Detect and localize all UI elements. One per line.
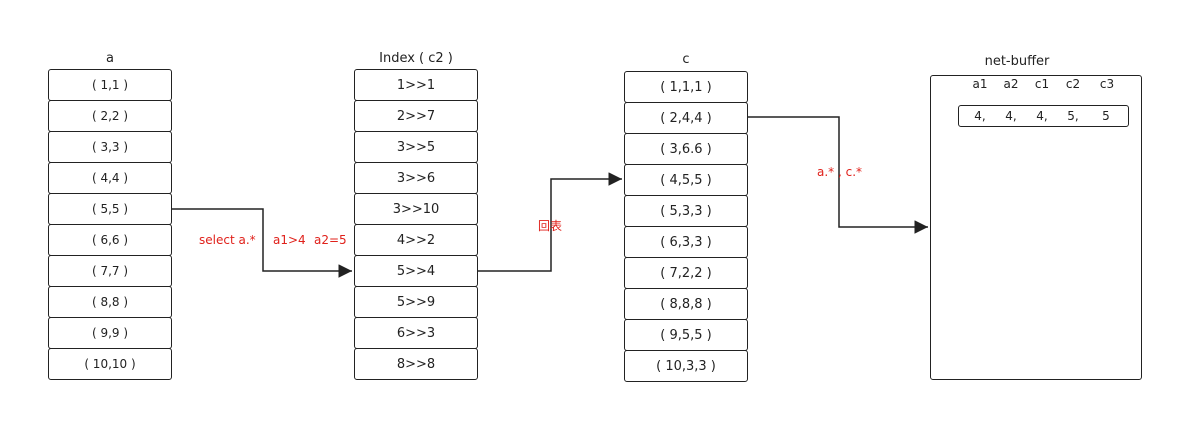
net-buffer-value: 4, bbox=[974, 109, 986, 123]
table-c-row: ( 5,3,3 ) bbox=[624, 195, 748, 227]
index-row: 1>>1 bbox=[354, 69, 478, 101]
table-c-row: ( 9,5,5 ) bbox=[624, 319, 748, 351]
index-row: 5>>4 bbox=[354, 255, 478, 287]
table-c-title: c bbox=[682, 52, 690, 67]
index-row: 2>>7 bbox=[354, 100, 478, 132]
table-a-title: a bbox=[106, 51, 114, 66]
table-a-row: ( 3,3 ) bbox=[48, 131, 172, 163]
table-a-row: ( 1,1 ) bbox=[48, 69, 172, 101]
net-buffer-header: c1 bbox=[1034, 77, 1050, 91]
net-buffer-box: a1 a2 c1 c2 c3 4, 4, 4, 5, 5 bbox=[930, 75, 1142, 380]
net-buffer-header: a1 bbox=[972, 77, 988, 91]
arrow-index-to-c bbox=[478, 172, 622, 272]
net-buffer-value: 4, bbox=[1005, 109, 1017, 123]
net-buffer-header: a2 bbox=[1003, 77, 1019, 91]
table-c-row: ( 3,6.6 ) bbox=[624, 133, 748, 165]
index-c2-title: Index ( c2 ) bbox=[379, 51, 453, 66]
table-a-row: ( 5,5 ) bbox=[48, 193, 172, 225]
table-c-row: ( 1,1,1 ) bbox=[624, 71, 748, 103]
net-buffer-value: 4, bbox=[1036, 109, 1048, 123]
table-c-row: ( 7,2,2 ) bbox=[624, 257, 748, 289]
condition-a1-label: a1>4 bbox=[273, 233, 306, 247]
table-a-row: ( 8,8 ) bbox=[48, 286, 172, 318]
table-a-row: ( 7,7 ) bbox=[48, 255, 172, 287]
net-buffer-value: 5 bbox=[1102, 109, 1110, 123]
table-a-row: ( 10,10 ) bbox=[48, 348, 172, 380]
net-buffer-header: c2 bbox=[1065, 77, 1081, 91]
table-a-row: ( 9,9 ) bbox=[48, 317, 172, 349]
net-buffer-row: 4, 4, 4, 5, 5 bbox=[958, 105, 1129, 127]
condition-a2-label: a2=5 bbox=[314, 233, 347, 247]
table-c-row: ( 8,8,8 ) bbox=[624, 288, 748, 320]
net-buffer-title: net-buffer bbox=[984, 54, 1050, 69]
net-buffer-value: 5, bbox=[1067, 109, 1079, 123]
lookup-label: 回表 bbox=[538, 219, 563, 233]
net-buffer-header: c3 bbox=[1099, 77, 1115, 91]
index-row: 5>>9 bbox=[354, 286, 478, 318]
table-c-row: ( 6,3,3 ) bbox=[624, 226, 748, 258]
arrow-c-to-buffer bbox=[748, 116, 928, 234]
table-a-row: ( 4,4 ) bbox=[48, 162, 172, 194]
table-c-row: ( 10,3,3 ) bbox=[624, 350, 748, 382]
index-row: 3>>6 bbox=[354, 162, 478, 194]
select-label: select a.* bbox=[199, 233, 256, 247]
output-label: a.* , c.* bbox=[817, 165, 863, 179]
arrow-a-to-index bbox=[172, 208, 352, 278]
index-row: 3>>5 bbox=[354, 131, 478, 163]
index-row: 8>>8 bbox=[354, 348, 478, 380]
